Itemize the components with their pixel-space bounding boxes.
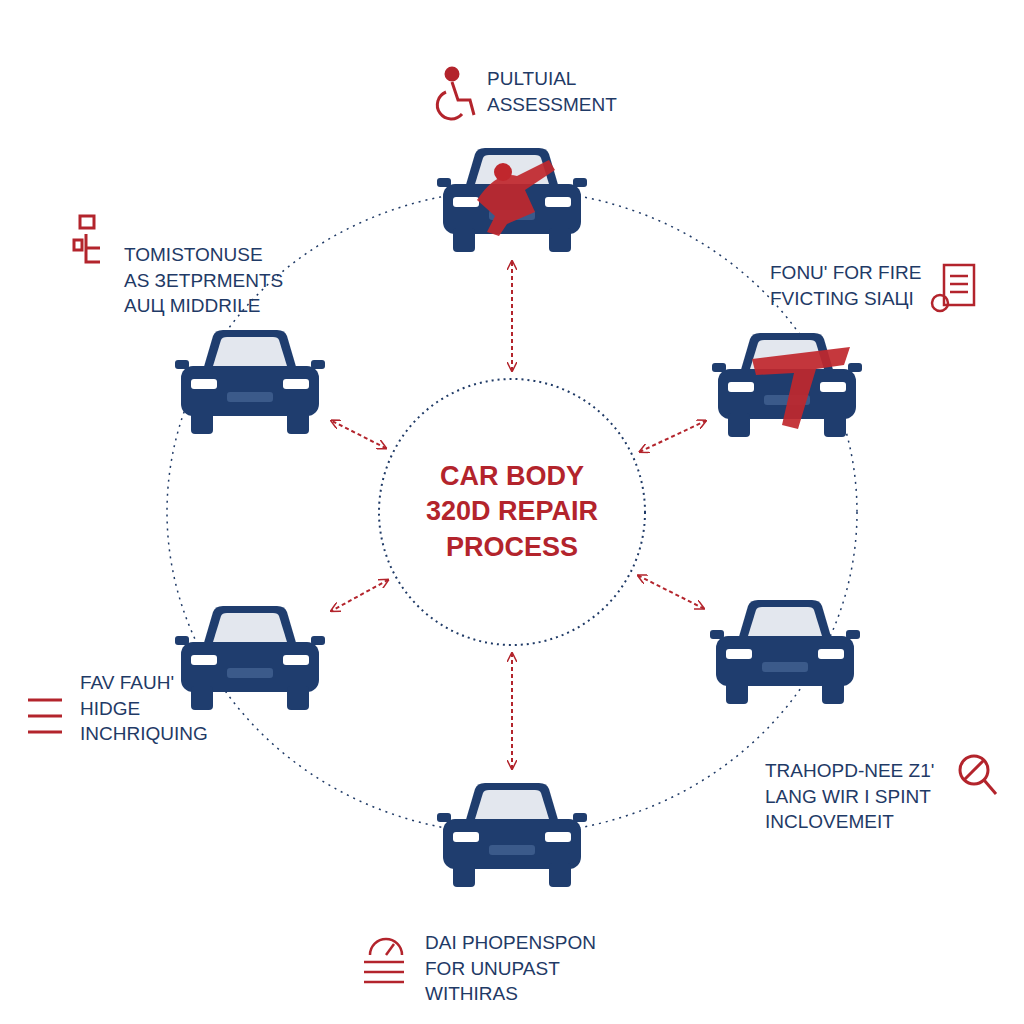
step-label: DAI PHOPENSPON FOR UNUPAST WITHIRAS — [425, 930, 615, 1007]
car-icon — [175, 322, 325, 437]
step-label: PULTUIAL ASSESSMENT — [487, 66, 667, 117]
connector-arrow — [511, 261, 513, 371]
car-step: FAV FAUH' HIDGE INCHRIQUING — [175, 598, 325, 713]
step-label: TRAHOPD-NEE Z1' LANG WIR I SPINT INCLOVE… — [765, 758, 965, 835]
car-icon — [437, 140, 587, 255]
car-step: DAI PHOPENSPON FOR UNUPAST WITHIRAS — [437, 775, 587, 890]
connector-arrow — [331, 580, 388, 611]
connector-arrow — [638, 575, 704, 608]
step-label: TOMISTONUSE AS ЗETPRMENTS AUЦ MIDDRILE — [124, 242, 286, 319]
car-step: TOMISTONUSE AS ЗETPRMENTS AUЦ MIDDRILE — [175, 322, 325, 437]
step-label: FONU' FOR FIRE FVICTING SIAЦI — [770, 260, 940, 311]
car-icon — [712, 325, 862, 440]
car-icon — [175, 598, 325, 713]
bars-icon — [28, 700, 62, 732]
car-icon — [437, 775, 587, 890]
connector-arrow — [511, 653, 513, 769]
document-icon — [932, 265, 974, 311]
inspect-icon — [960, 756, 996, 794]
gauge-icon — [364, 939, 404, 982]
car-icon — [710, 592, 860, 707]
car-step: FONU' FOR FIRE FVICTING SIAЦI — [712, 325, 862, 440]
car-step: TRAHOPD-NEE Z1' LANG WIR I SPINT INCLOVE… — [710, 592, 860, 707]
connector-arrow — [331, 420, 386, 448]
step-label: FAV FAUH' HIDGE INCHRIQUING — [80, 670, 230, 747]
car-step: PULTUIAL ASSESSMENT — [437, 140, 587, 255]
hub-ring — [379, 379, 645, 645]
assessment-icon — [437, 68, 474, 119]
connector-arrow — [640, 421, 706, 452]
hub-title: CAR BODY 320D REPAIR PROCESS — [412, 459, 612, 564]
hub-circle: CAR BODY 320D REPAIR PROCESS — [377, 377, 647, 647]
plan-icon — [74, 216, 100, 262]
